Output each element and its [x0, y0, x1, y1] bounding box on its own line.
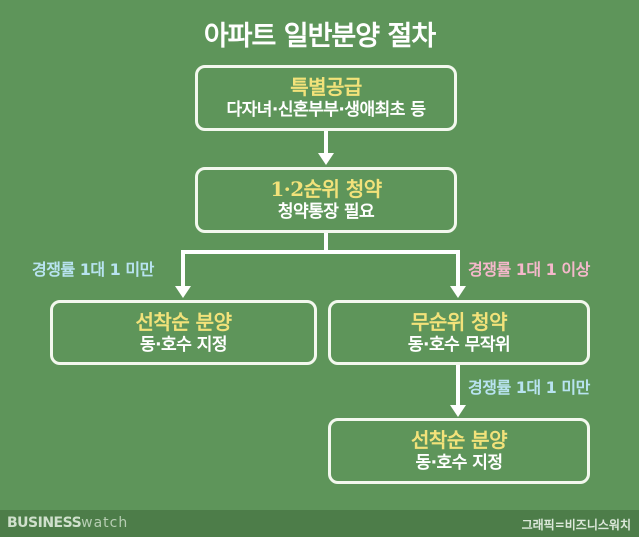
node-subtext: 다자녀·신혼부부·생애최초 등: [226, 100, 426, 120]
node-heading: 선착순 분양: [411, 428, 507, 452]
connector-line: [181, 250, 185, 288]
connector-line: [181, 250, 460, 254]
edge-label-below-one: 경쟁률 1대 1 미만: [468, 378, 590, 397]
connector-line: [456, 365, 460, 407]
node-subtext: 동·호수 무작위: [407, 335, 511, 355]
arrow-down-icon: [450, 286, 466, 298]
brand-logo-bold: BUSINESS: [7, 515, 82, 531]
graphic-credit: 그래픽=비즈니스워치: [521, 518, 631, 532]
edge-label-above-one: 경쟁률 1대 1 이상: [468, 260, 590, 279]
node-no-rank-subscription: 무순위 청약 동·호수 무작위: [328, 300, 590, 365]
node-first-come-sale-bottom: 선착순 분양 동·호수 지정: [328, 418, 590, 484]
arrow-down-icon: [450, 405, 466, 417]
connector-line: [456, 250, 460, 288]
node-first-come-sale-left: 선착순 분양 동·호수 지정: [50, 300, 317, 365]
edge-label-below-one: 경쟁률 1대 1 미만: [32, 260, 154, 279]
node-special-supply: 특별공급 다자녀·신혼부부·생애최초 등: [195, 65, 457, 131]
node-heading: 1·2순위 청약: [270, 177, 382, 201]
node-priority-subscription: 1·2순위 청약 청약통장 필요: [195, 167, 457, 233]
node-subtext: 동·호수 지정: [139, 335, 228, 355]
arrow-down-icon: [318, 153, 334, 165]
brand-logo-light: watch: [81, 515, 129, 531]
connector-line: [324, 233, 328, 253]
node-heading: 특별공급: [290, 75, 362, 99]
diagram-title: 아파트 일반분양 절차: [203, 21, 436, 52]
node-heading: 무순위 청약: [411, 310, 507, 334]
brand-logo: BUSINESSwatch: [7, 515, 128, 531]
node-subtext: 동·호수 지정: [415, 453, 503, 473]
footer-bar: BUSINESSwatch 그래픽=비즈니스워치: [0, 510, 639, 537]
node-heading: 선착순 분양: [135, 310, 232, 334]
node-subtext: 청약통장 필요: [277, 202, 375, 222]
arrow-down-icon: [175, 286, 191, 298]
connector-line: [324, 131, 328, 155]
